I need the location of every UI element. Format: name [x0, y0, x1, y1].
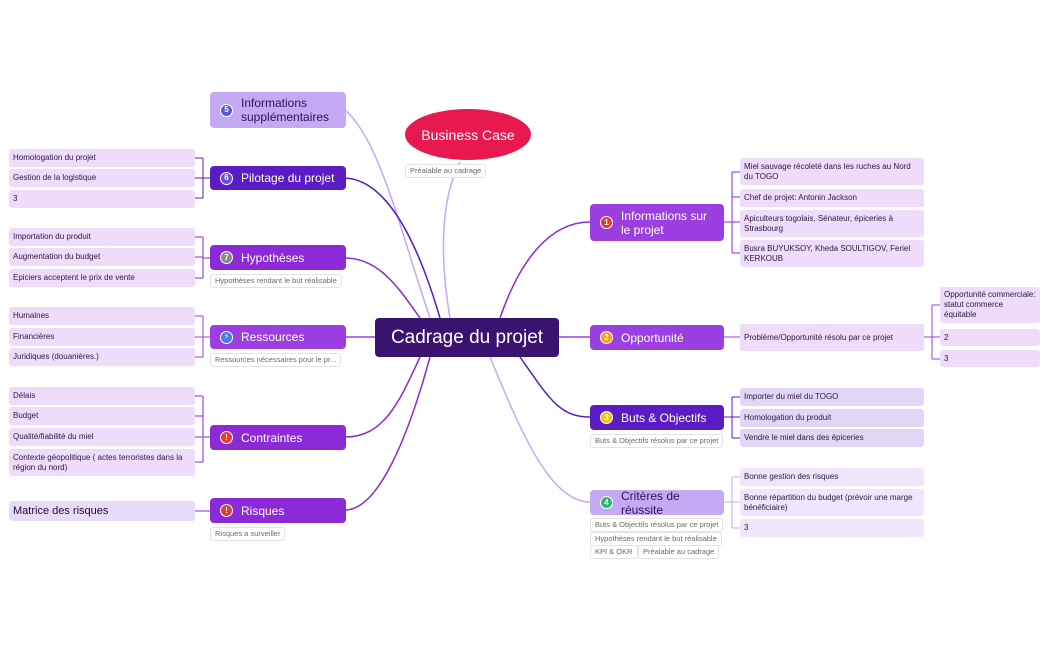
leaf-pilotage-2[interactable]: Gestion de la logistique: [9, 169, 195, 187]
leaf-pilotage-3[interactable]: 3: [9, 190, 195, 208]
branch-ressources[interactable]: ⚡ Ressources: [210, 325, 346, 349]
branch-info-projet[interactable]: 1 Informations sur le projet: [590, 204, 724, 241]
number-3-icon: 3: [600, 411, 613, 424]
leaf-info-projet-3[interactable]: Apiculteurs togolais, Sénateur, épicerie…: [740, 210, 924, 237]
leaf-hypotheses-1[interactable]: Importation du produit: [9, 228, 195, 246]
business-case-note: Préalable au cadrage: [405, 164, 487, 178]
branch-risques[interactable]: ! Risques: [210, 498, 346, 523]
subleaf-opportunite-1[interactable]: Opportunité commerciale: statut commerce…: [940, 287, 1040, 323]
branch-buts[interactable]: 3 Buts & Objectifs: [590, 405, 724, 430]
branch-label: Buts & Objectifs: [621, 410, 707, 425]
leaf-opportunite-problem[interactable]: Problème/Opportunité résolu par ce proje…: [740, 324, 924, 351]
criteres-note-4: Préalable au cadrage: [638, 545, 720, 559]
leaf-contraintes-1[interactable]: Délais: [9, 387, 195, 405]
leaf-hypotheses-3[interactable]: Epiciers acceptent le prix de vente: [9, 269, 195, 287]
leaf-buts-1[interactable]: Importer du miel du TOGO: [740, 388, 924, 406]
leaf-criteres-2[interactable]: Bonne répartition du budget (prévoir une…: [740, 489, 924, 516]
branch-label: Pilotage du projet: [241, 171, 335, 185]
leaf-ressources-1[interactable]: Humaines: [9, 307, 195, 325]
branch-label: Informations sur le projet: [621, 208, 708, 237]
leaf-info-projet-2[interactable]: Chef de projet: Antonin Jackson: [740, 189, 924, 207]
branch-label: Hypothèses: [241, 250, 305, 265]
branch-label: Contraintes: [241, 430, 303, 445]
ressources-note: Ressources nécessaires pour le pr...: [210, 353, 342, 367]
leaf-risques-matrix[interactable]: Matrice des risques: [9, 501, 195, 521]
leaf-criteres-1[interactable]: Bonne gestion des risques: [740, 468, 924, 486]
leaf-buts-3[interactable]: Vendre le miel dans des épiceries: [740, 429, 924, 447]
branch-opportunite[interactable]: 2 Opportunité: [590, 325, 724, 350]
leaf-info-projet-1[interactable]: Miel sauvage récoleté dans les ruches au…: [740, 158, 924, 185]
branch-label: Critères de réussite: [621, 488, 680, 517]
buts-note: Buts & Objectifs résolus par ce projet: [590, 434, 724, 448]
leaf-contraintes-2[interactable]: Budget: [9, 407, 195, 425]
leaf-contraintes-4[interactable]: Contexte géopolitique ( actes terroriste…: [9, 449, 195, 476]
leaf-pilotage-1[interactable]: Homologation du projet: [9, 149, 195, 167]
leaf-ressources-2[interactable]: Financières: [9, 328, 195, 346]
leaf-ressources-3[interactable]: Juridiques (douanières.): [9, 348, 195, 366]
branch-criteres[interactable]: 4 Critères de réussite: [590, 488, 724, 517]
branch-pilotage[interactable]: 6 Pilotage du projet: [210, 166, 346, 190]
subleaf-opportunite-3[interactable]: 3: [940, 350, 1040, 367]
central-topic[interactable]: Cadrage du projet: [375, 318, 559, 357]
lightning-icon: ⚡: [220, 330, 233, 344]
number-4-icon: 4: [600, 496, 613, 509]
branch-hypotheses[interactable]: 7 Hypothèses: [210, 245, 346, 270]
warning-icon: !: [220, 504, 233, 517]
hypotheses-note: Hypothèses rendant le but réalisable: [210, 274, 342, 288]
warning-icon: !: [220, 431, 233, 444]
branch-label: Informations supplémentaires: [241, 96, 330, 124]
subleaf-opportunite-2[interactable]: 2: [940, 329, 1040, 346]
number-7-icon: 7: [220, 251, 233, 264]
risques-note: Risques a surveiller: [210, 527, 286, 541]
branch-label: Risques: [241, 503, 285, 518]
leaf-criteres-3[interactable]: 3: [740, 519, 924, 537]
number-2-icon: 2: [600, 331, 613, 344]
criteres-note-3: KPI & OKR: [590, 545, 638, 559]
leaf-info-projet-4[interactable]: Busra BUYUKSOY, Kheda SOULTIGOV, Feriel …: [740, 240, 924, 267]
criteres-note-2: Hypothèses rendant le but réalisable: [590, 532, 722, 546]
leaf-contraintes-3[interactable]: Qualité/fiabilité du miel: [9, 428, 195, 446]
branch-label: Opportunité: [621, 330, 684, 345]
leaf-hypotheses-2[interactable]: Augmentation du budget: [9, 248, 195, 266]
branch-label: Ressources: [241, 330, 305, 344]
branch-contraintes[interactable]: ! Contraintes: [210, 425, 346, 450]
criteres-note-1: Buts & Objectifs résolus par ce projet: [590, 518, 724, 532]
number-1-icon: 1: [600, 216, 613, 229]
business-case-node[interactable]: Business Case: [405, 109, 531, 160]
number-6-icon: 6: [220, 171, 233, 185]
leaf-buts-2[interactable]: Homologation du produit: [740, 409, 924, 427]
branch-info-supp[interactable]: 5 Informations supplémentaires: [210, 92, 346, 128]
number-5-icon: 5: [220, 103, 233, 117]
